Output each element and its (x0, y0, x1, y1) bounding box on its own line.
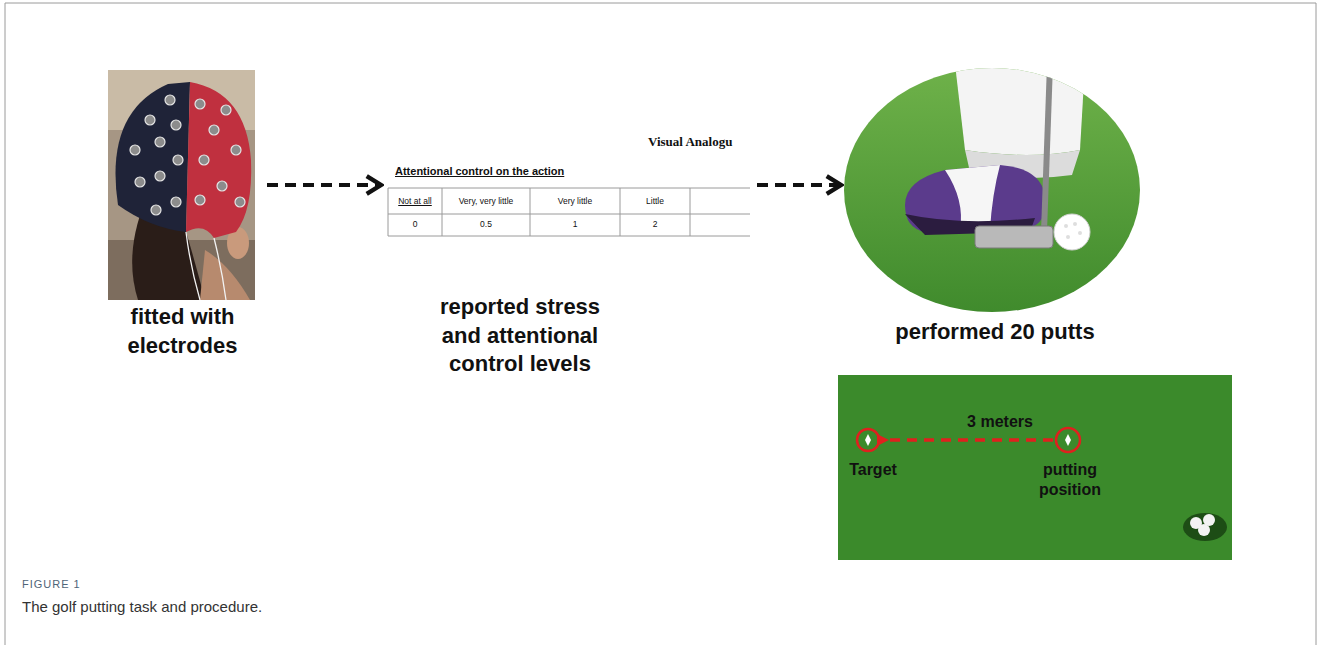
dashed-arrow (267, 183, 381, 187)
figure-frame (5, 3, 1316, 645)
illustration-part (1065, 434, 1071, 446)
illustration-part (1056, 428, 1080, 452)
illustration-part (838, 375, 1232, 560)
illustration-part (130, 95, 245, 215)
illustration-part (145, 115, 155, 125)
illustration-part (1066, 235, 1070, 239)
illustration-part (151, 205, 161, 215)
illustration-part (690, 188, 691, 236)
illustration-part (209, 125, 219, 135)
illustration-part (165, 95, 175, 105)
illustration-part (1078, 231, 1082, 235)
illustration-part (1183, 513, 1227, 541)
table-cell: Very little (530, 196, 620, 206)
illustration-part (130, 145, 140, 155)
illustration-part (838, 375, 1232, 560)
step-label: reported stress and attentional control … (420, 293, 620, 379)
illustration-part (955, 64, 1085, 155)
table-cell: 0.5 (442, 219, 530, 229)
dashed-arrow (757, 183, 841, 187)
illustration-part (173, 155, 183, 165)
illustration-part (840, 64, 1150, 316)
illustration-part (199, 155, 209, 165)
illustration-part (217, 181, 227, 191)
illustration-part (195, 195, 205, 205)
illustration-part (1044, 64, 1050, 232)
illustration-part (620, 188, 621, 236)
eeg-cap-photo (108, 70, 255, 300)
field-label: Target (835, 460, 911, 480)
step-box: performed 20 putts (845, 65, 1145, 353)
figure-number: FIGURE 1 (22, 578, 81, 590)
table-cell: 2 (620, 219, 690, 229)
step-label: performed 20 putts (845, 318, 1145, 347)
table-cell: Not at all (388, 196, 442, 206)
illustration-part (108, 70, 255, 300)
illustration-part (5, 3, 1316, 4)
illustration-part (530, 188, 531, 236)
illustration-part (1064, 224, 1068, 228)
field-label: putting position (1018, 460, 1122, 500)
illustration-part (1316, 3, 1317, 645)
putting-green-field: Target 3 meters putting position (838, 375, 1232, 560)
putting-green (838, 375, 1232, 560)
illustration-part (887, 438, 1053, 442)
illustration-part (135, 177, 145, 187)
illustration-part (388, 188, 389, 236)
illustration-part (1054, 214, 1090, 250)
illustration-part (186, 232, 226, 300)
step-box: fitted with electrodes (100, 65, 265, 375)
illustration-part (945, 165, 1000, 230)
rating-table (388, 188, 750, 236)
table-cell: Little (620, 196, 690, 206)
illustration-part (231, 145, 241, 155)
illustration-part (195, 99, 205, 109)
table-title: Attentional control on the action (395, 165, 635, 177)
illustration-part (115, 82, 190, 232)
illustration-part (171, 120, 181, 130)
illustration-part (975, 226, 1053, 248)
field-label: 3 meters (955, 412, 1045, 432)
illustration-part (857, 429, 879, 451)
illustration-part (865, 434, 871, 446)
table-cell: Very, very little (442, 196, 530, 206)
illustration-part (5, 3, 6, 645)
illustration-part (186, 82, 251, 238)
illustration-part (221, 105, 231, 115)
table-heading: Visual Analogu (648, 134, 732, 150)
step-label: fitted with electrodes (100, 303, 265, 360)
figure-caption: The golf putting task and procedure. (22, 598, 262, 615)
illustration-part (171, 197, 181, 207)
illustration-part (235, 197, 245, 207)
illustration-part (155, 171, 165, 181)
illustration-part (1064, 222, 1082, 239)
table-cell: 1 (530, 219, 620, 229)
illustration-part (155, 137, 165, 147)
golf-putter-photo (840, 64, 1150, 316)
table-cell: 0 (388, 219, 442, 229)
illustration-part (1198, 524, 1210, 536)
illustration-part (442, 188, 443, 236)
illustration-part (1073, 222, 1077, 226)
